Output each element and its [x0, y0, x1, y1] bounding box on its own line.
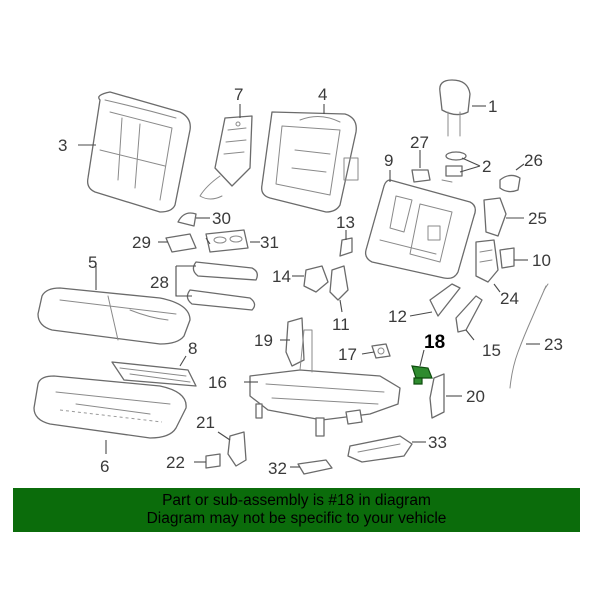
callout-30: 30	[212, 209, 231, 228]
part-info-banner: Part or sub-assembly is #18 in diagram D…	[13, 488, 580, 532]
callout-2: 2	[482, 157, 491, 176]
leader-lines	[78, 104, 540, 468]
part-30-cover	[177, 212, 197, 227]
callout-3: 3	[58, 136, 67, 155]
part-3-seatback-cushion	[87, 91, 191, 213]
part-26-latch-cover	[499, 174, 521, 193]
part-10-clip	[499, 247, 515, 269]
callout-18-highlighted: 18	[424, 332, 445, 353]
part-2-headrest-guides	[441, 151, 467, 183]
part-32-pad	[297, 459, 333, 475]
callout-29: 29	[132, 233, 151, 252]
part-18-highlighted	[411, 365, 433, 385]
callout-23: 23	[544, 335, 563, 354]
callout-13: 13	[336, 213, 355, 232]
part-1-headrest	[439, 79, 471, 137]
part-15-side-panel	[455, 295, 483, 333]
callout-7: 7	[234, 85, 243, 104]
callout-15: 15	[482, 341, 501, 360]
callout-27: 27	[410, 133, 429, 152]
part-11-bracket	[329, 265, 349, 301]
callout-33: 33	[428, 433, 447, 452]
callout-14: 14	[272, 267, 291, 286]
callout-31: 31	[260, 233, 279, 252]
part-24-latch	[475, 239, 499, 283]
part-28-armrest	[186, 261, 258, 311]
banner-line-2: Diagram may not be specific to your vehi…	[146, 510, 447, 527]
callout-32: 32	[268, 459, 287, 478]
callout-5: 5	[88, 253, 97, 272]
callout-4: 4	[318, 85, 327, 104]
callout-22: 22	[166, 453, 185, 472]
part-9-seatback-panel	[364, 179, 476, 280]
callout-20: 20	[466, 387, 485, 406]
part-7-frame-pad	[199, 115, 253, 200]
part-29-cupholder-insert	[165, 233, 197, 253]
callout-labels: 3 7 4 1 27 2 26 9 25 10 24 13 14 11 12 1…	[58, 85, 563, 478]
part-23-cable	[509, 283, 549, 389]
part-16-seat-frame	[249, 329, 401, 437]
part-5-seat-cushion	[37, 287, 191, 345]
part-12-side-panel	[429, 283, 461, 317]
part-31-armrest-cupholder	[205, 229, 249, 253]
part-14-bracket	[303, 265, 329, 293]
callout-16: 16	[208, 373, 227, 392]
part-4-seatback-frame	[261, 111, 359, 213]
part-6-cushion-frame	[33, 375, 187, 439]
part-22-clip	[205, 453, 221, 469]
part-21-cover	[227, 431, 247, 467]
callout-21: 21	[196, 413, 215, 432]
part-13-bolt	[339, 237, 353, 257]
part-33-harness	[347, 435, 413, 463]
callout-6: 6	[100, 457, 109, 476]
callout-1: 1	[488, 97, 497, 116]
banner-line-1: Part or sub-assembly is #18 in diagram	[162, 492, 431, 509]
callout-11: 11	[332, 315, 350, 334]
callout-8: 8	[188, 339, 197, 358]
callout-9: 9	[384, 151, 393, 170]
part-8-frame-wire	[111, 361, 197, 387]
callout-12: 12	[388, 307, 407, 326]
part-19-side-pad	[285, 317, 305, 367]
part-20-bracket	[429, 373, 445, 419]
callout-26: 26	[524, 151, 543, 170]
part-25-bracket	[483, 197, 507, 237]
callout-19: 19	[254, 331, 273, 350]
callout-17: 17	[338, 345, 357, 364]
part-27-guide	[411, 169, 431, 183]
callout-24: 24	[500, 289, 519, 308]
callout-28: 28	[150, 273, 169, 292]
callout-10: 10	[532, 251, 551, 270]
part-17-bushing	[371, 343, 391, 359]
callout-25: 25	[528, 209, 547, 228]
